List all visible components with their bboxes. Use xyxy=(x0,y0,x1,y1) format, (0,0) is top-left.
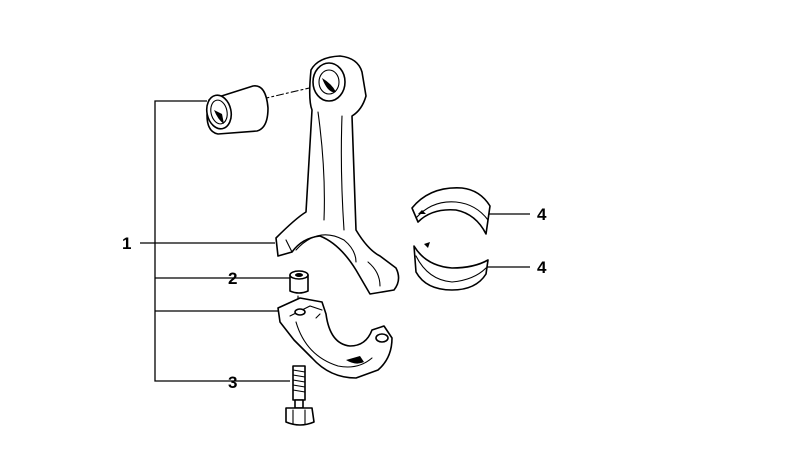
callout-label: 4 xyxy=(537,258,547,277)
small-end-bushing xyxy=(205,85,269,135)
callout-label: 3 xyxy=(228,373,237,392)
connecting-rod-bolt xyxy=(285,365,315,426)
dowel-sleeve xyxy=(289,270,309,294)
callout-label: 2 xyxy=(228,269,237,288)
callout-label: 1 xyxy=(122,234,131,253)
bearing-shell-upper xyxy=(411,187,491,235)
bearing-shell-lower xyxy=(413,242,489,291)
rod-cap xyxy=(277,297,393,379)
callout-label: 4 xyxy=(537,205,547,224)
connecting-rod xyxy=(275,55,400,295)
leader-lines xyxy=(140,85,530,382)
